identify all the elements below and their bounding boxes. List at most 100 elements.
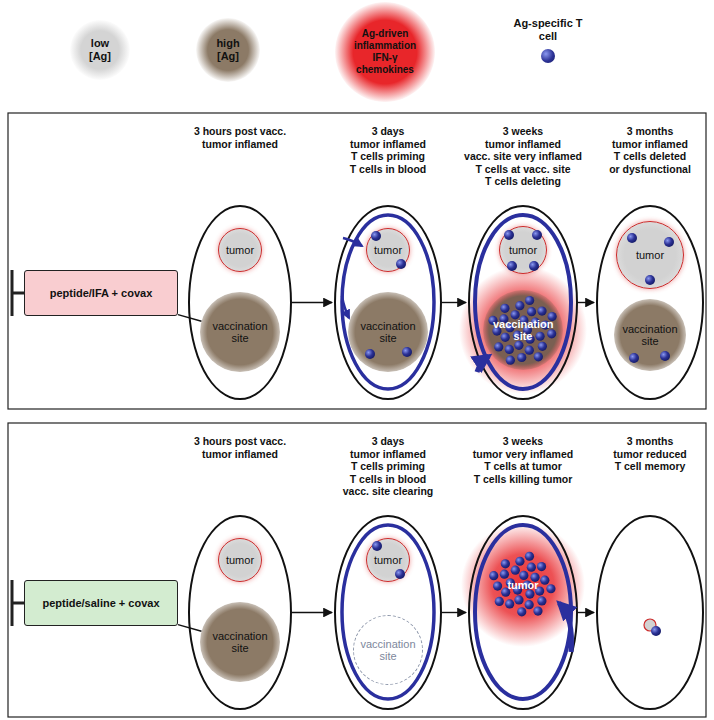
- syringe-label: peptide/saline + covax: [42, 597, 159, 609]
- header-line: or dysfunctional: [565, 163, 714, 176]
- t-cell: [514, 595, 523, 604]
- t-cell: [529, 261, 539, 271]
- t-cell: [537, 562, 546, 571]
- mouse-body: 3 daystumor inflamedT cells primingT cel…: [334, 205, 442, 400]
- site-label: tumor: [507, 579, 538, 591]
- migration-arrow: [342, 296, 349, 318]
- time-point-header: 3 weekstumor very inflamedT cells at tum…: [438, 435, 608, 485]
- tumor-circle: tumor: [218, 228, 262, 272]
- t-cell: [488, 316, 497, 325]
- t-cell: [525, 335, 534, 344]
- legend-label: Ag-specific T cell: [510, 17, 586, 43]
- t-cell: [535, 586, 544, 595]
- t-cell: [501, 333, 510, 342]
- t-cell: [515, 557, 524, 566]
- t-cell: [511, 310, 520, 319]
- circulation-loop: [342, 215, 434, 389]
- header-line: T cells deleting: [438, 175, 608, 188]
- t-cell: [540, 576, 549, 585]
- time-arrow: [442, 612, 466, 613]
- t-cell: [531, 318, 540, 327]
- t-cell: [513, 585, 522, 594]
- t-cell: [530, 573, 539, 582]
- header-line: T cells in blood: [303, 163, 473, 176]
- t-cell: [660, 351, 670, 361]
- t-cell: [396, 259, 406, 269]
- t-cell: [501, 588, 510, 597]
- legend-label: high [Ag]: [210, 37, 246, 63]
- time-point-header: 3 daystumor inflamedT cells primingT cel…: [303, 435, 473, 498]
- panel-frame: [8, 423, 706, 717]
- header-line: 3 days: [303, 435, 473, 448]
- vaccination-site: vaccination site: [614, 299, 686, 371]
- t-cell: [541, 320, 550, 329]
- legend-swatch: [541, 49, 555, 63]
- header-line: tumor inflamed: [565, 138, 714, 151]
- migration-arrow: [343, 238, 362, 246]
- site-label: tumor: [374, 554, 402, 566]
- site-label: vaccination site: [210, 630, 270, 654]
- t-cell: [506, 578, 515, 587]
- t-cell: [514, 341, 523, 350]
- t-cell: [525, 552, 534, 561]
- t-cell: [489, 571, 498, 580]
- t-cell: [515, 301, 524, 310]
- t-cell: [534, 352, 543, 361]
- t-cell: [499, 314, 508, 323]
- t-cell: [538, 342, 547, 351]
- t-cell: [525, 589, 534, 598]
- t-cell: [504, 230, 514, 240]
- t-cell: [372, 541, 382, 551]
- t-cell: [533, 607, 542, 616]
- plunger-rod: [12, 602, 24, 605]
- time-arrow: [442, 302, 466, 303]
- site-label: tumor: [226, 554, 254, 566]
- t-cell: [519, 571, 528, 580]
- site-label: vaccination site: [358, 638, 418, 662]
- time-point-header: 3 hours post vacc.tumor inflamed: [155, 435, 325, 460]
- syringe-label: peptide/IFA + covax: [50, 287, 153, 299]
- t-cell: [507, 261, 517, 271]
- t-cell: [505, 599, 514, 608]
- t-cell: [513, 331, 522, 340]
- header-line: tumor inflamed: [155, 448, 325, 461]
- inflammation-glow: [461, 523, 585, 647]
- site-label: tumor: [226, 244, 254, 256]
- mouse-body: 3 hours post vacc.tumor inflamedtumorvac…: [188, 205, 292, 400]
- t-cell: [525, 346, 534, 355]
- time-point-header: 3 weekstumor inflamedvacc. site very inf…: [438, 125, 608, 188]
- header-line: 3 months: [565, 435, 714, 448]
- mouse-body: 3 hours post vacc.tumor inflamedtumorvac…: [188, 515, 292, 710]
- time-arrow: [578, 302, 594, 303]
- vaccination-site: vaccination site: [200, 602, 280, 682]
- t-cell: [523, 325, 532, 334]
- header-line: T cells killing tumor: [438, 473, 608, 486]
- time-point-header: 3 hours post vacc.tumor inflamed: [155, 125, 325, 150]
- t-cell: [365, 349, 375, 359]
- header-line: T cells at vacc. site: [438, 163, 608, 176]
- t-cell: [493, 581, 502, 590]
- site-label: vaccination site: [620, 323, 680, 347]
- header-line: 3 weeks: [438, 125, 608, 138]
- syringe-barrel: peptide/saline + covax: [24, 580, 178, 626]
- header-line: 3 hours post vacc.: [155, 435, 325, 448]
- header-line: 3 months: [565, 125, 714, 138]
- t-cell: [501, 559, 510, 568]
- time-point-header: 3 daystumor inflamedT cells primingT cel…: [303, 125, 473, 175]
- t-cell: [492, 326, 501, 335]
- mouse-body: 3 monthstumor reducedT cell memory: [596, 515, 704, 710]
- site-label: vaccination site: [493, 318, 553, 342]
- header-line: 3 days: [303, 125, 473, 138]
- header-line: T cell memory: [565, 460, 714, 473]
- header-line: tumor inflamed: [155, 138, 325, 151]
- site-label: tumor: [636, 249, 664, 261]
- t-cell: [645, 275, 655, 285]
- site-label: vaccination site: [210, 320, 270, 344]
- migration-arrow: [559, 603, 572, 652]
- t-cell: [500, 304, 509, 313]
- t-cell: [525, 600, 534, 609]
- t-cell: [395, 569, 405, 579]
- t-cell: [506, 356, 515, 365]
- mouse-body: 3 daystumor inflamedT cells primingT cel…: [334, 515, 442, 710]
- time-point-header: 3 monthstumor inflamedT cells deletedor …: [565, 125, 714, 175]
